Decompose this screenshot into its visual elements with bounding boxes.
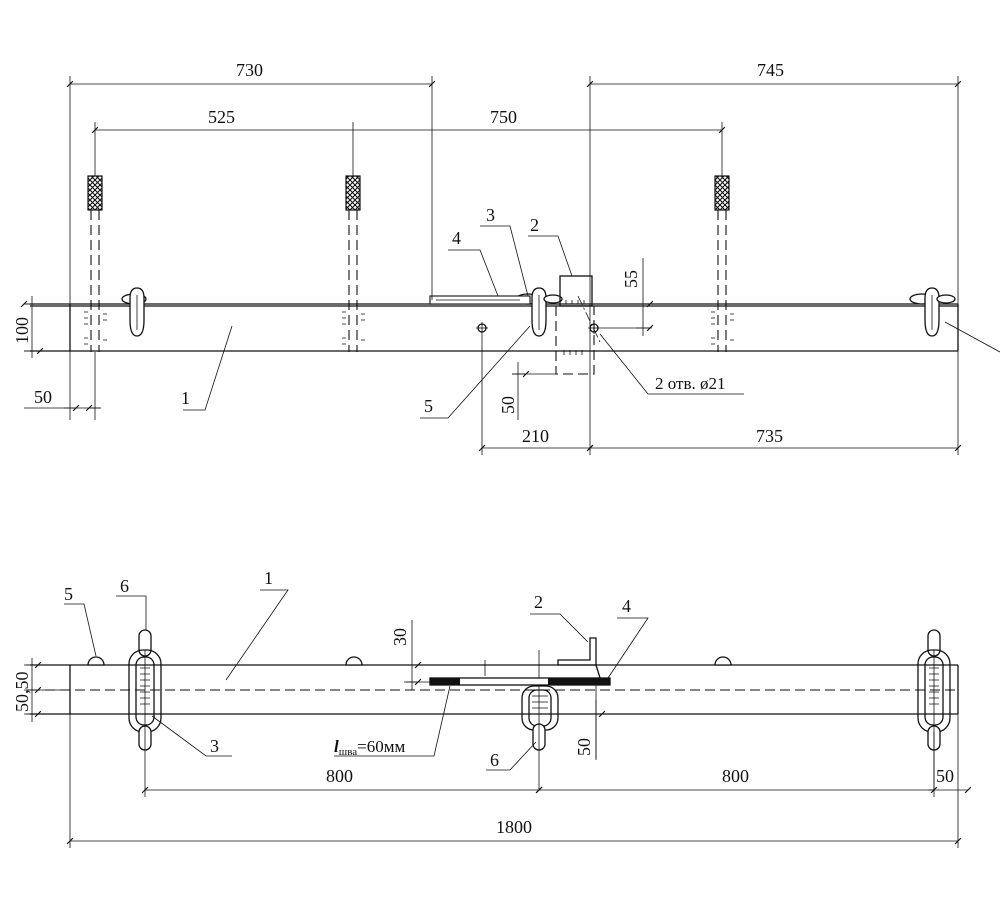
dim-30: 30 bbox=[390, 628, 410, 646]
beam-top bbox=[30, 303, 959, 352]
weld-note-val: =60мм bbox=[357, 737, 405, 756]
bottom-view: 30 50,50 50 800 800 50 1800 5 6 1 2 4 3 … bbox=[12, 568, 972, 848]
dim-1800: 1800 bbox=[496, 817, 532, 837]
shackle-center bbox=[515, 287, 563, 337]
plate-and-bracket-bottom bbox=[429, 637, 611, 686]
dim-735: 735 bbox=[756, 426, 783, 446]
label-4-bottom: 4 bbox=[622, 596, 631, 616]
label-2-top: 2 bbox=[530, 215, 539, 235]
label-5-top: 5 bbox=[424, 396, 433, 416]
dim-800-left: 800 bbox=[326, 766, 353, 786]
dim-525: 525 bbox=[208, 107, 235, 127]
chain-center bbox=[521, 650, 559, 790]
dimension-lines-top bbox=[20, 80, 962, 452]
dim-50-mid: 50 bbox=[574, 738, 594, 756]
shackle-left bbox=[121, 287, 147, 337]
leaders-bottom bbox=[64, 589, 649, 771]
label-3-top: 3 bbox=[486, 205, 495, 225]
insulator-post-1 bbox=[84, 175, 107, 352]
label-5-bottom: 5 bbox=[64, 584, 73, 604]
dim-100: 100 bbox=[12, 317, 32, 344]
dim-800-right: 800 bbox=[722, 766, 749, 786]
dim-750: 750 bbox=[490, 107, 517, 127]
label-6-top: 6 bbox=[120, 576, 129, 596]
label-1-top: 1 bbox=[181, 388, 190, 408]
plate-4 bbox=[429, 295, 531, 305]
beam-bottom bbox=[30, 664, 959, 715]
hole-left bbox=[476, 322, 488, 334]
weld-note-l: l bbox=[334, 737, 339, 756]
weld-note: lшва=60мм bbox=[334, 737, 405, 758]
shackle-right bbox=[909, 287, 956, 337]
dim-745: 745 bbox=[757, 60, 784, 80]
label-2-bottom: 2 bbox=[534, 592, 543, 612]
weld-note-sub: шва bbox=[339, 746, 358, 758]
angle-bracket-2 bbox=[555, 275, 601, 375]
top-view: 730 525 750 745 100 50 55 50 210 735 1 5… bbox=[12, 60, 1000, 455]
insulator-post-3 bbox=[711, 175, 734, 352]
label-3-bottom: 3 bbox=[210, 736, 219, 756]
chain-right bbox=[917, 629, 951, 790]
dim-210: 210 bbox=[522, 426, 549, 446]
label-4-top: 4 bbox=[452, 228, 461, 248]
dim-55: 55 bbox=[621, 270, 641, 288]
dim-50-50: 50,50 bbox=[12, 672, 32, 713]
dim-50-right: 50 bbox=[936, 766, 954, 786]
hole-note: 2 отв. ø21 bbox=[655, 374, 725, 393]
extension-lines-top bbox=[24, 76, 959, 455]
dim-50-lower: 50 bbox=[498, 396, 518, 414]
insulator-post-2 bbox=[342, 175, 365, 352]
dim-730: 730 bbox=[236, 60, 263, 80]
label-6-bottom: 6 bbox=[490, 750, 499, 770]
bolt-heads-bottom bbox=[87, 656, 732, 666]
label-1-bottom: 1 bbox=[264, 568, 273, 588]
leaders-top bbox=[183, 225, 1000, 419]
dim-50-left: 50 bbox=[34, 387, 52, 407]
dimension-lines-bottom bbox=[26, 620, 972, 845]
